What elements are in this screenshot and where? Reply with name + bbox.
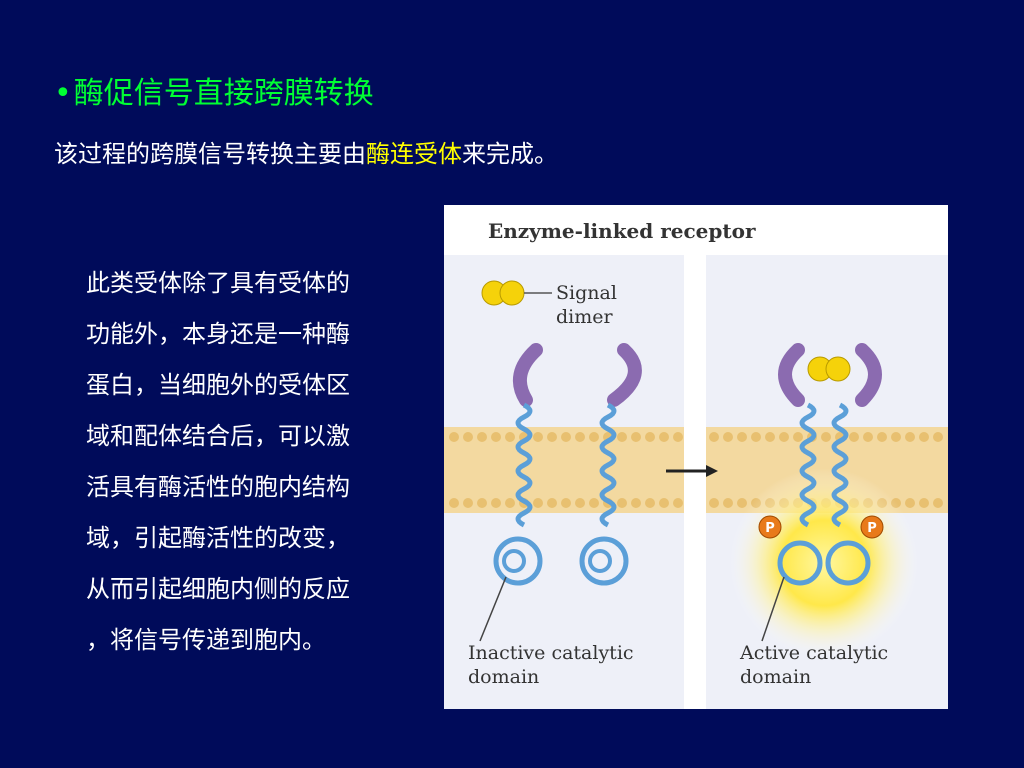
heading-text: 酶促信号直接跨膜转换 <box>73 76 374 111</box>
phosphate-right-label: P <box>867 521 877 536</box>
active-receptor-1 <box>777 343 823 586</box>
active-pointer <box>761 576 785 642</box>
signal-label-line: Signal <box>556 282 617 304</box>
body-line: 从而引起细胞内侧的反应 <box>86 575 350 603</box>
slide-heading: •酶促信号直接跨膜转换 <box>54 68 374 112</box>
intro-before: 该过程的跨膜信号转换主要由 <box>54 140 366 168</box>
inactive-pointer <box>479 576 507 642</box>
heading-bullet: • <box>54 76 72 111</box>
receptor-illustration: P P <box>444 255 948 709</box>
transition-arrowhead <box>706 465 718 477</box>
activity-glow <box>729 468 919 658</box>
inactive-receptor-2 <box>579 343 642 586</box>
body-line: ，将信号传递到胞内。 <box>86 626 326 654</box>
inactive-domain-label: Inactive catalytic domain <box>468 641 634 689</box>
phosphate-left <box>758 515 782 539</box>
enzyme-linked-receptor-figure: P P Enzyme-linked receptor Signal dimer … <box>444 205 948 709</box>
body-paragraph: 此类受体除了具有受体的 功能外，本身还是一种酶 蛋白，当细胞外的受体区 域和配体… <box>86 258 416 666</box>
body-line: 此类受体除了具有受体的 <box>86 269 350 297</box>
signal-dimer-label: Signal dimer <box>556 281 617 329</box>
signal-label-line: dimer <box>556 306 613 328</box>
intro-after: 来完成。 <box>462 140 558 168</box>
body-line: 域，引起酶活性的改变， <box>86 524 350 552</box>
active-domain-label: Active catalytic domain <box>740 641 888 689</box>
inactive-receptor-1 <box>493 343 543 586</box>
active-receptor-2 <box>825 343 882 586</box>
intro-highlight: 酶连受体 <box>366 140 462 168</box>
phosphate-left-label: P <box>765 521 775 536</box>
inactive-label-line: Inactive catalytic <box>468 642 634 664</box>
inactive-label-line: domain <box>468 666 540 688</box>
body-line: 功能外，本身还是一种酶 <box>86 320 350 348</box>
body-line: 蛋白，当细胞外的受体区 <box>86 371 350 399</box>
signal-dimer-left-b <box>499 280 525 306</box>
body-line: 域和配体结合后，可以激 <box>86 422 350 450</box>
figure-title: Enzyme-linked receptor <box>488 219 756 243</box>
active-label-line: Active catalytic <box>740 642 889 664</box>
phosphate-right <box>860 515 884 539</box>
bound-signal-b <box>825 356 851 382</box>
body-line: 活具有酶活性的胞内结构 <box>86 473 350 501</box>
intro-line: 该过程的跨膜信号转换主要由酶连受体来完成。 <box>54 134 558 169</box>
active-label-line: domain <box>740 666 812 688</box>
